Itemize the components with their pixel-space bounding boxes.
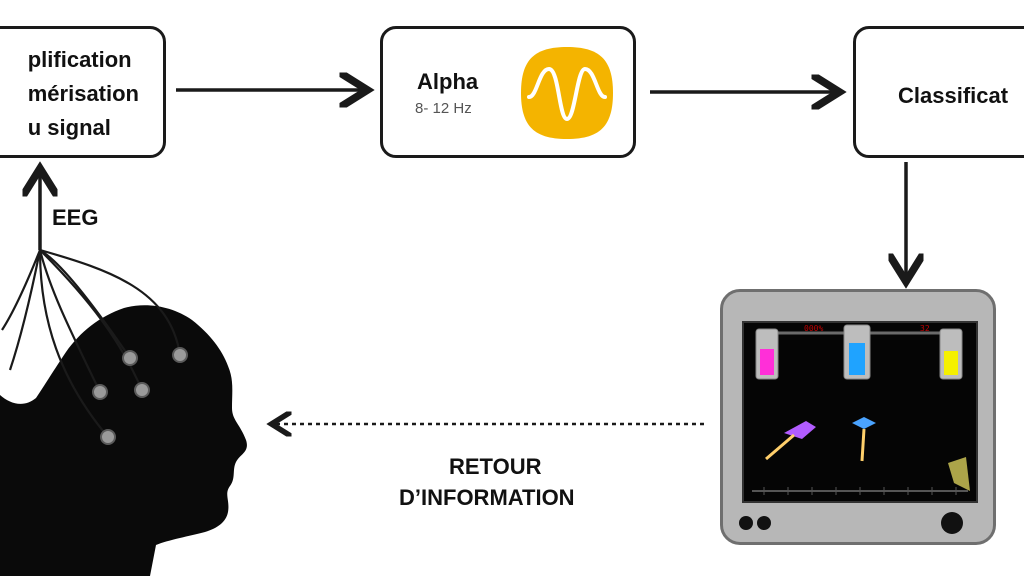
feedback-label-line-2: D’INFORMATION bbox=[399, 485, 575, 510]
tube-center bbox=[843, 324, 871, 380]
spaceship-left bbox=[765, 421, 816, 461]
alpha-wave-icon bbox=[521, 47, 613, 139]
amplification-line-3: u signal bbox=[27, 115, 111, 140]
score-left: 000% bbox=[804, 324, 823, 333]
alpha-title: Alpha bbox=[417, 69, 479, 94]
electrode-2 bbox=[172, 347, 188, 363]
monitor-button-left-1 bbox=[739, 516, 753, 530]
game-scene: 000% 32 bbox=[744, 323, 976, 501]
amplification-text: plification mérisation u signal bbox=[28, 43, 139, 145]
electrode-1 bbox=[122, 350, 138, 366]
feedback-label-line-1: RETOUR bbox=[449, 454, 542, 479]
score-right: 32 bbox=[920, 324, 930, 333]
classification-label: Classificat bbox=[898, 83, 1009, 108]
electrode-5 bbox=[100, 429, 116, 445]
head-shape bbox=[0, 305, 247, 576]
amplification-line-1: plification bbox=[27, 47, 132, 72]
monitor: 000% 32 bbox=[720, 289, 996, 545]
alpha-frequency: 8- 12 Hz bbox=[415, 100, 472, 117]
amplification-line-2: mérisation bbox=[27, 81, 139, 106]
amplification-box: plification mérisation u signal bbox=[0, 26, 166, 158]
monitor-power-button bbox=[941, 512, 963, 534]
electrode-wires bbox=[1, 248, 182, 438]
alpha-band-box: Alpha 8- 12 Hz bbox=[380, 26, 636, 158]
eeg-label: EEG bbox=[52, 205, 99, 230]
yellow-shape bbox=[948, 457, 970, 491]
electrode-4 bbox=[134, 382, 150, 398]
spaceship-center bbox=[852, 417, 876, 462]
electrodes bbox=[92, 347, 188, 445]
monitor-button-left-2 bbox=[757, 516, 771, 530]
classification-box: Classificat bbox=[853, 26, 1024, 158]
tube-left bbox=[755, 328, 779, 380]
electrode-3 bbox=[92, 384, 108, 400]
tube-right bbox=[939, 328, 963, 380]
game-screen: 000% 32 bbox=[742, 321, 978, 503]
